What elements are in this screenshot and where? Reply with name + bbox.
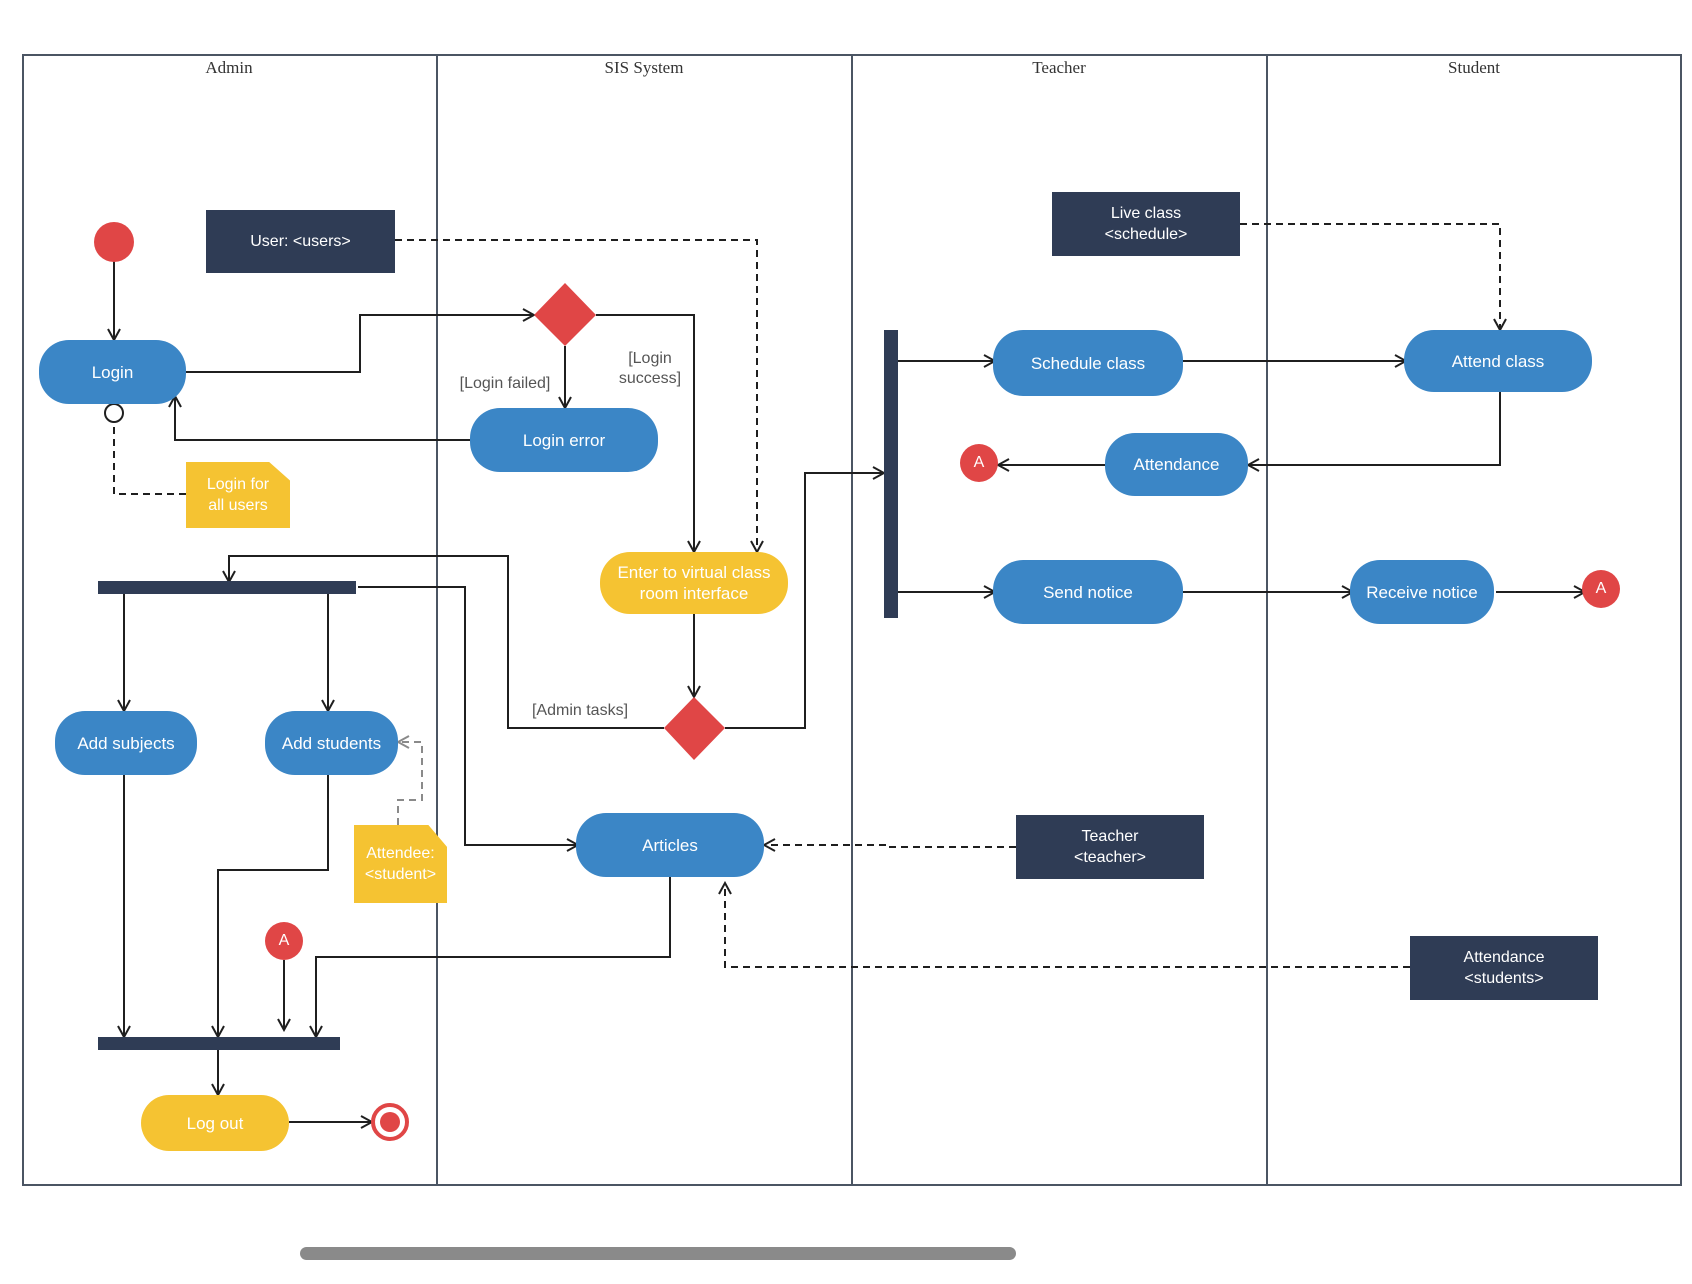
edge-login-decision [186,315,534,373]
admin-fork-bar [98,581,356,594]
object-teacher-line2: <teacher> [1073,849,1147,866]
object-live-class: Live class <schedule> [1052,192,1240,256]
object-teacher: Teacher <teacher> [1016,815,1204,879]
edge-decision2-adminfork [229,555,664,729]
lane-title-admin: Admin [205,58,253,77]
lane-title-student: Student [1448,58,1500,77]
action-log-out[interactable]: Log out [141,1095,289,1151]
edge-fork-articles [358,586,578,845]
action-articles[interactable]: Articles [576,813,764,877]
object-live-class-line2: <schedule> [1104,226,1188,243]
note-login-line1: Login for [206,476,270,493]
object-live-class-line1: Live class [1110,205,1182,222]
action-add-subjects[interactable]: Add subjects [55,711,197,775]
guard-admin-tasks: [Admin tasks] [531,702,629,719]
action-login[interactable]: Login [39,340,186,404]
admin-join-bar [98,1037,340,1050]
edge-articles-join [316,877,671,1037]
decision-login [534,283,596,346]
action-add-students[interactable]: Add students [265,711,398,775]
edge-decision2-fork [725,473,884,729]
end-node-inner [380,1112,400,1132]
note-attendee-student: Attendee: <student> [354,825,447,903]
decision-admin-tasks [664,697,725,760]
note-login-line2: all users [208,497,268,514]
object-user: User: <users> [206,210,395,273]
edge-students-join [218,775,329,1037]
object-teacher-line1: Teacher [1081,828,1139,845]
connector-a-teacher: A [960,444,998,482]
horizontal-scrollbar[interactable] [300,1247,1016,1260]
action-enter-line1: Enter to virtual class [617,563,771,582]
edge-attendee-students [398,742,423,825]
action-attend-class[interactable]: Attend class [1404,330,1592,392]
login-port-circle [104,403,124,423]
lane-divider-2 [851,54,853,1186]
object-attendance-line2: <students> [1464,970,1544,987]
edge-liveclass-attend [1240,223,1500,330]
edge-attendance-articles [725,883,1410,968]
action-attendance[interactable]: Attendance [1105,433,1248,496]
edge-teacher-articles [764,845,1016,847]
action-enter-virtual-class[interactable]: Enter to virtual class room interface [600,552,788,614]
edge-note-login [113,425,186,495]
lane-title-sis-system: SIS System [604,58,684,77]
note-login-for-all-users: Login for all users [186,462,290,528]
guard-login-success: [Login success] [610,349,690,389]
guard-login-success-line2: success] [618,370,682,387]
lane-divider-1 [436,54,438,1186]
edge-decision-enter [596,314,694,552]
action-enter-line2: room interface [639,584,749,603]
lane-divider-3 [1266,54,1268,1186]
note-attendee-line2: <student> [364,866,437,883]
object-attendance-students: Attendance <students> [1410,936,1598,1000]
edge-user-enter [395,239,757,552]
note-attendee-line1: Attendee: [366,845,435,862]
action-receive-notice[interactable]: Receive notice [1350,560,1494,624]
start-node [94,222,134,262]
connector-a-student: A [1582,570,1620,608]
action-schedule-class[interactable]: Schedule class [993,330,1183,396]
action-send-notice[interactable]: Send notice [993,560,1183,624]
object-attendance-line1: Attendance [1463,949,1545,966]
action-login-error[interactable]: Login error [470,408,658,472]
connector-a-admin: A [265,922,303,960]
edge-attend-attendance [1248,392,1501,465]
teacher-fork-bar [884,330,898,618]
guard-login-success-line1: [Login [628,350,672,367]
lane-title-teacher: Teacher [1032,58,1086,77]
edge-error-login [175,396,470,441]
guard-login-failed: [Login failed] [459,375,551,392]
